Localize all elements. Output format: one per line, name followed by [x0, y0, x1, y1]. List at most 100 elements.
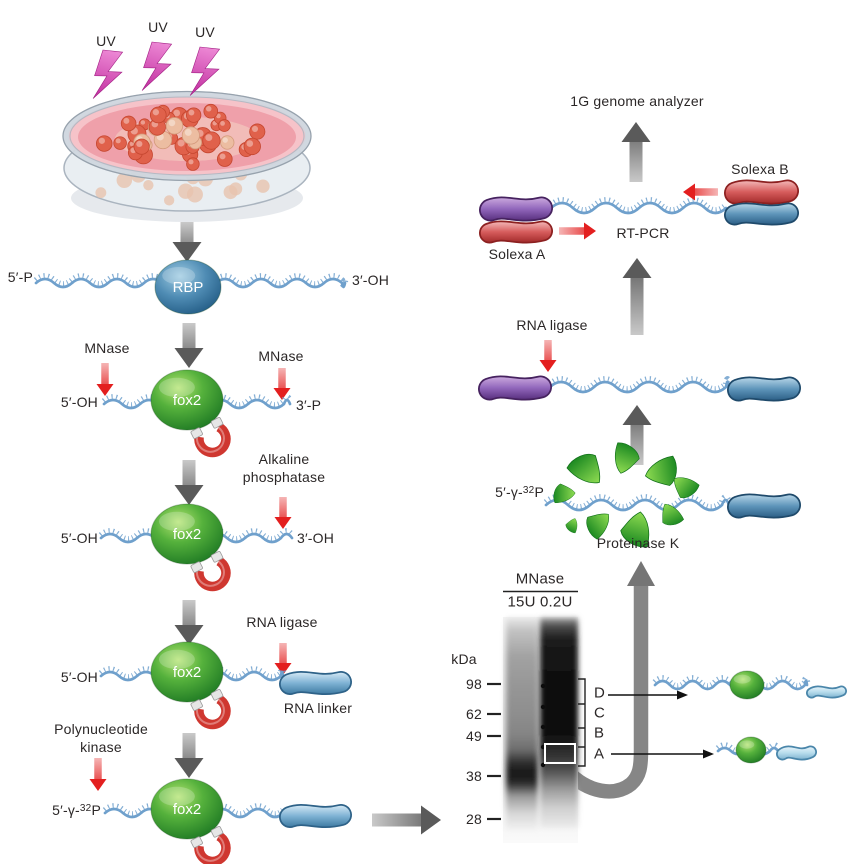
uv-bolt-icon	[141, 41, 173, 91]
band-a-protein	[735, 736, 767, 764]
rna-ligase-left-label: RNA ligase	[246, 614, 318, 630]
uv-label-3: UV	[195, 24, 215, 40]
fox2-protein-row5-label: fox2	[173, 801, 201, 818]
rna-loop-icon	[190, 417, 231, 458]
fox2-protein-row3: fox2	[150, 503, 224, 565]
proteinase-k-shards	[553, 442, 700, 548]
rna-strand-rtpcr	[548, 197, 729, 215]
band-d-linker-capsule	[806, 685, 847, 699]
mnase-right-arrow	[273, 368, 291, 400]
alkaline-phosphatase-label-line1: Alkaline	[258, 451, 310, 467]
row1-3oh-label: 3′-OH	[352, 272, 390, 288]
rna-loop-icon	[190, 551, 231, 592]
gel-band-c-label: C	[594, 704, 606, 722]
gamma-suffix: P	[91, 802, 101, 818]
row5-gamma32p-label: 5′-γ-32P	[52, 803, 101, 817]
gel-band-a-highlight-box	[544, 743, 576, 764]
gamma-sup: 32	[79, 803, 92, 814]
petri-dish	[62, 90, 312, 222]
row2-5oh-label: 5′-OH	[60, 394, 98, 410]
uv-label-1: UV	[96, 33, 116, 49]
down-arrow-1	[172, 222, 202, 262]
rna-loop-icon	[190, 826, 231, 864]
right-arrow-to-gel	[372, 805, 441, 835]
rna-ligase-right-label: RNA ligase	[516, 317, 588, 333]
gel-marker-62: 62	[466, 706, 482, 722]
gel-band-a-label: A	[594, 745, 605, 763]
down-arrow-4	[174, 600, 204, 645]
gel-band-b-label: B	[594, 724, 605, 742]
gel-marker-49: 49	[466, 728, 482, 744]
curved-arrow-gel-to-proteinase	[561, 561, 655, 799]
solexa-b-reverse-arrow	[683, 183, 718, 201]
rna-linker-label: RNA linker	[283, 700, 353, 716]
gel-lane-labels: 15U 0.2U	[507, 593, 573, 611]
gel-marker-38: 38	[466, 768, 482, 784]
solexa-a-label: Solexa A	[488, 246, 546, 262]
rna-ligase-right-arrow	[539, 340, 557, 372]
alkaline-phosphatase-arrow	[274, 497, 292, 529]
fox2-protein-row2-label: fox2	[173, 392, 201, 409]
uv-label-2: UV	[148, 19, 168, 35]
pnk-label-line1: Polynucleotide	[54, 721, 148, 737]
solexa-b-red-capsule	[724, 179, 799, 205]
gamma-prefix: 5′-γ-	[52, 802, 80, 818]
gel-enzyme-label: MNase	[515, 570, 565, 588]
genome-analyzer-label: 1G genome analyzer	[570, 93, 704, 109]
gel-blot	[487, 590, 586, 843]
fox2-protein-row4: fox2	[150, 641, 224, 703]
mnase-right-label: MNase	[258, 348, 304, 364]
gel-unit-label: kDa	[451, 651, 477, 667]
gel-marker-98: 98	[466, 676, 482, 692]
ligated-blue-linker-capsule	[727, 376, 801, 402]
fox2-protein-row4-label: fox2	[173, 664, 201, 681]
rt-pcr-label: RT-PCR	[616, 225, 670, 241]
uv-bolt-icon	[92, 49, 124, 99]
proteinase-row-gamma32p-label: 5′-γ-32P	[495, 485, 544, 499]
mnase-left-arrow	[96, 363, 114, 396]
pnk-arrow	[89, 758, 107, 791]
gamma-sup: 32	[522, 485, 535, 496]
uv-bolt-icon	[189, 46, 221, 96]
proteinase-blue-linker-capsule	[727, 493, 801, 519]
proteinase-k-label: Proteinase K	[596, 535, 680, 551]
band-d-protein	[729, 670, 765, 700]
down-arrow-2	[174, 323, 204, 368]
solexa-b-blue-capsule	[724, 202, 799, 226]
row3-5oh-label: 5′-OH	[60, 530, 98, 546]
solexa-a-red-capsule	[479, 220, 553, 244]
up-arrow-to-rtpcr	[622, 258, 652, 335]
row4-5oh-label: 5′-OH	[60, 669, 98, 685]
fox2-protein-row3-label: fox2	[173, 526, 201, 543]
gel-marker-28: 28	[466, 811, 482, 827]
down-arrow-3	[174, 460, 204, 505]
rna-linker-capsule-row4	[279, 671, 352, 695]
up-arrow-to-analyzer	[621, 122, 651, 182]
ligated-purple-linker-capsule	[478, 375, 552, 401]
solexa-a-forward-arrow	[559, 222, 596, 240]
band-a-arrow	[611, 749, 714, 759]
gamma-suffix: P	[534, 484, 544, 500]
band-a-linker-capsule	[776, 745, 817, 761]
fox2-protein-row5: fox2	[150, 778, 224, 840]
row1-5p-label: 5′-P	[7, 269, 33, 285]
alkaline-phosphatase-label-line2: phosphatase	[242, 469, 326, 485]
rbp-protein: RBP	[154, 259, 222, 315]
fox2-protein-row2: fox2	[150, 369, 224, 431]
gel-band-d-label: D	[594, 684, 606, 702]
rna-loop-icon	[190, 689, 231, 730]
gamma-prefix: 5′-γ-	[495, 484, 523, 500]
down-arrow-5	[174, 733, 204, 778]
pnk-label-line2: kinase	[80, 739, 122, 755]
rna-ligase-left-arrow	[274, 643, 292, 675]
rna-linker-capsule-row5	[279, 804, 352, 828]
mnase-left-label: MNase	[84, 340, 130, 356]
rbp-protein-label: RBP	[173, 279, 204, 296]
row3-3oh-label: 3′-OH	[297, 530, 335, 546]
rna-strand-proteinase	[543, 494, 733, 512]
rna-strand-ligated	[547, 376, 733, 394]
band-d-arrow	[608, 690, 688, 700]
solexa-a-purple-capsule	[479, 196, 553, 222]
